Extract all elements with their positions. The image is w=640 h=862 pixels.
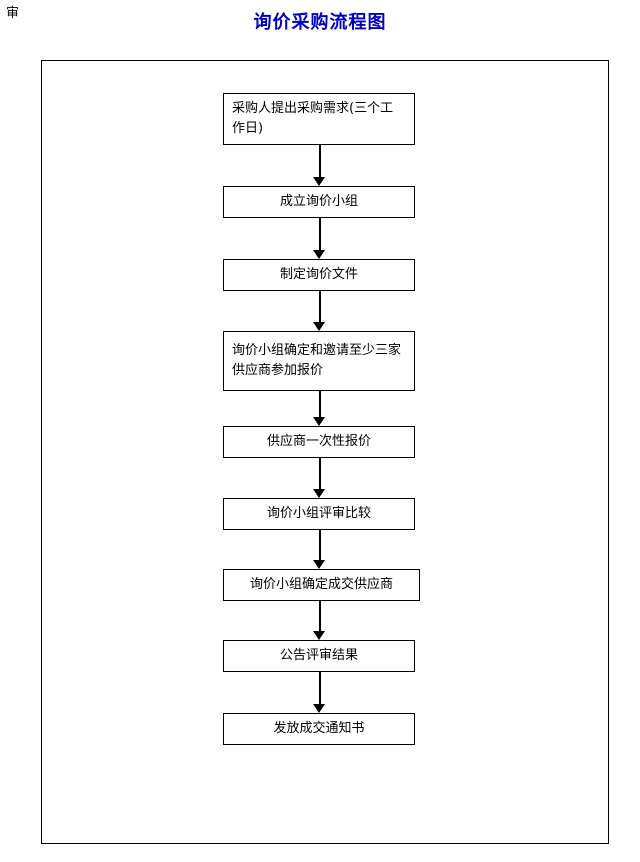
flow-node[interactable]: 采购人提出采购需求(三个工作日): [223, 93, 415, 145]
arrow-head-icon: [313, 631, 325, 640]
flow-node[interactable]: 询价小组确定和邀请至少三家供应商参加报价: [223, 331, 415, 391]
arrow-head-icon: [313, 417, 325, 426]
arrow-stem: [319, 145, 321, 178]
arrow-stem: [319, 458, 321, 490]
arrow-stem: [319, 291, 321, 323]
flow-node[interactable]: 制定询价文件: [223, 259, 415, 291]
arrow-head-icon: [313, 560, 325, 569]
arrow-head-icon: [313, 322, 325, 331]
diagram-frame: 采购人提出采购需求(三个工作日) 成立询价小组制定询价文件询价小组确定和邀请至少三…: [41, 60, 609, 844]
flow-node[interactable]: 询价小组确定成交供应商: [223, 569, 420, 601]
flow-node[interactable]: 成立询价小组: [223, 186, 415, 218]
flow-node-label: 供应商一次性报价: [266, 434, 371, 449]
flow-arrow: [313, 601, 326, 640]
arrow-stem: [319, 672, 321, 705]
arrow-head-icon: [313, 250, 325, 259]
flow-node-label: 询价小组确定成交供应商: [249, 577, 393, 592]
arrow-head-icon: [313, 704, 325, 713]
flow-arrow: [313, 530, 326, 569]
arrow-stem: [319, 601, 321, 632]
arrow-head-icon: [313, 489, 325, 498]
flow-node[interactable]: 询价小组评审比较: [223, 498, 415, 530]
flow-node-label: 询价小组确定和邀请至少三家供应商参加报价: [232, 343, 402, 378]
flow-arrow: [313, 391, 326, 426]
arrow-head-icon: [313, 177, 325, 186]
corner-mark-text: 审: [6, 6, 20, 21]
flow-arrow: [313, 218, 326, 259]
flow-arrow: [313, 145, 326, 186]
flow-node-label: 公告评审结果: [279, 648, 358, 663]
arrow-stem: [319, 218, 321, 251]
flowchart-canvas: 采购人提出采购需求(三个工作日) 成立询价小组制定询价文件询价小组确定和邀请至少三…: [42, 61, 608, 843]
flow-node-label: 询价小组评审比较: [266, 506, 371, 521]
flow-node-label: 成立询价小组: [279, 194, 358, 209]
arrow-stem: [319, 530, 321, 561]
flow-node[interactable]: 公告评审结果: [223, 640, 415, 672]
page-title: 询价采购流程图: [253, 12, 387, 33]
flow-arrow: [313, 291, 326, 331]
flow-arrow: [313, 672, 326, 713]
flow-node-label: 制定询价文件: [279, 267, 358, 282]
flow-node-label: 采购人提出采购需求(三个工作日): [232, 101, 394, 136]
flow-node[interactable]: 供应商一次性报价: [223, 426, 415, 458]
flow-arrow: [313, 458, 326, 498]
flow-node-label: 发放成交通知书: [273, 721, 365, 736]
flow-node[interactable]: 发放成交通知书: [223, 713, 415, 745]
arrow-stem: [319, 391, 321, 418]
